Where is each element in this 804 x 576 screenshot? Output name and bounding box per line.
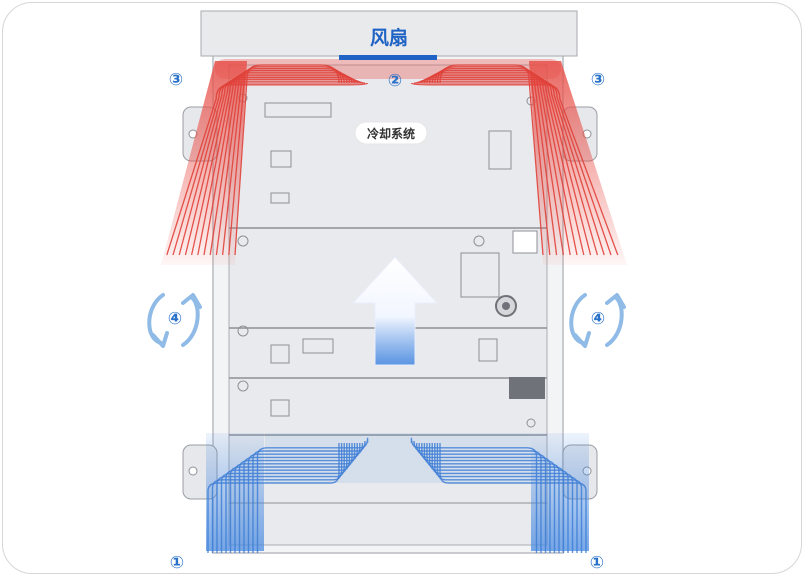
fan-label: 风扇 [370, 26, 408, 49]
intake-line [256, 437, 369, 553]
marker-1-right: ① [590, 553, 604, 573]
marker-1-left: ① [170, 553, 184, 573]
exhaust-line [418, 78, 599, 256]
marker-3-left: ③ [169, 70, 183, 90]
exhaust-line [415, 80, 605, 256]
exhaust-line [172, 82, 366, 256]
up-arrow-icon [351, 256, 439, 366]
exhaust-line [184, 78, 361, 256]
cooling-system-label: 冷却系统 [367, 126, 415, 141]
marker-4-right: ④ [591, 309, 605, 329]
exhaust-line [410, 82, 619, 256]
intake-line [252, 440, 366, 553]
intake-line [413, 440, 542, 553]
fan-unit: 风扇 [200, 10, 578, 60]
marker-2: ② [388, 71, 402, 91]
circulation-icon-left [147, 293, 202, 348]
exhaust-line [413, 82, 612, 256]
circulation-icon-right [569, 293, 626, 348]
marker-3-right: ③ [591, 70, 605, 90]
marker-4-left: ④ [168, 309, 182, 329]
airflow-diagram: 风扇 冷却系统 ③ ③ ② ④ ④ ① ① [147, 10, 627, 573]
exhaust-line [166, 82, 369, 256]
cooling-system-badge: 冷却系统 [354, 121, 428, 145]
exhaust-line [178, 80, 364, 256]
intake-line [410, 437, 538, 553]
fan-bar [339, 55, 437, 60]
markers: ③ ③ ② ④ ④ ① ① [168, 70, 605, 573]
